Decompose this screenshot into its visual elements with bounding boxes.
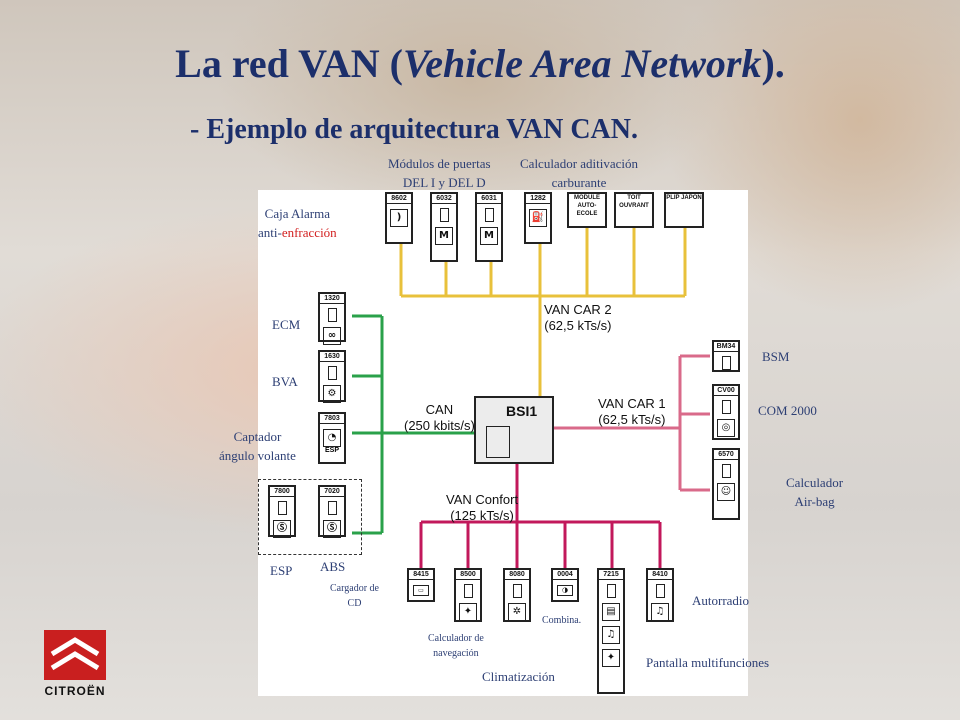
engine-icon: ∞ [323, 327, 341, 345]
label-ecm: ECM [272, 317, 301, 332]
module-toit-ouvrant: TOIT OUVRANT [614, 192, 654, 228]
label-abs: ABS [320, 559, 346, 574]
slide-title: La red VAN (Vehicle Area Network). [175, 41, 785, 86]
module-bsm: BM34 [712, 340, 740, 372]
bus-label-car2: VAN CAR 2(62,5 kTs/s) [544, 302, 612, 333]
bus-van-confort [419, 464, 662, 568]
bus-van-car2 [399, 228, 687, 396]
door-motor-icon: M [435, 227, 453, 245]
fuel-icon: ⛽ [529, 209, 547, 227]
module-navegacion: 8500✦ [454, 568, 482, 622]
module-alarma: 8602) [385, 192, 413, 244]
label-bsm: BSM [762, 349, 790, 364]
fan-icon: ✲ [508, 603, 526, 621]
bus-label-confort: VAN Confort(125 kTs/s) [446, 492, 519, 523]
label-climatizacion: Climatización [482, 669, 555, 684]
gauge-icon: ◑ [557, 585, 573, 596]
citroen-logo: CITROËN [36, 630, 114, 700]
steering-sensor-icon: ◔ [323, 429, 341, 447]
bus-can [352, 314, 474, 535]
module-climatizacion: 8080✲ [503, 568, 531, 622]
module-autorradio: 8410♫ [646, 568, 674, 622]
airbag-icon: ☺ [717, 483, 735, 501]
chevron-logo-icon [44, 630, 106, 680]
module-ecm: 1320∞ [318, 292, 346, 345]
wheel-icon: ◎ [717, 419, 735, 437]
speaker-icon: ) [390, 209, 408, 227]
esp-abs-group [258, 479, 362, 555]
brake-icon: Ⓢ [323, 520, 341, 538]
brake-icon: Ⓢ [273, 520, 291, 538]
display-icon: ▤ [602, 603, 620, 621]
gearbox-icon: ⚙ [323, 385, 341, 403]
module-cargador-cd: 8415▭ [407, 568, 435, 602]
module-captador: 7803◔ESP [318, 412, 346, 464]
bus-label-can: CAN(250 kbits/s) [404, 402, 475, 433]
label-bva: BVA [272, 374, 298, 389]
label-combina: Combina. [542, 615, 582, 626]
module-airbag: 6570☺ [712, 448, 740, 520]
door-motor-icon: M [480, 227, 498, 245]
module-pantalla: 7215▤♫✦ [597, 568, 625, 694]
module-combina: 0004◑ [551, 568, 579, 602]
cd-icon: ▭ [413, 585, 429, 596]
label-pantalla: Pantalla multifunciones [646, 655, 770, 670]
nav-icon: ✦ [602, 649, 620, 667]
label-esp: ESP [270, 563, 293, 578]
module-com2000: CV00◎ [712, 384, 740, 440]
central-unit-bsi: BSI1 [474, 396, 554, 464]
music-icon: ♫ [651, 603, 669, 621]
chip-icon [486, 426, 510, 458]
module-plip-japon: PLIP JAPON [664, 192, 704, 228]
module-auto-ecole: MODULE AUTO-ECOLE [567, 192, 607, 228]
compass-icon: ✦ [459, 603, 477, 621]
module-aditivacion: 1282⛽ [524, 192, 552, 244]
module-bva: 1630⚙ [318, 350, 346, 403]
slide-subtitle: - Ejemplo de arquitectura VAN CAN. [190, 114, 638, 145]
bus-van-car1 [554, 354, 710, 492]
music-icon: ♫ [602, 626, 620, 644]
label-autorradio: Autorradio [692, 593, 750, 608]
bus-label-car1: VAN CAR 1(62,5 kTs/s) [598, 396, 666, 427]
label-com2000: COM 2000 [758, 403, 817, 418]
